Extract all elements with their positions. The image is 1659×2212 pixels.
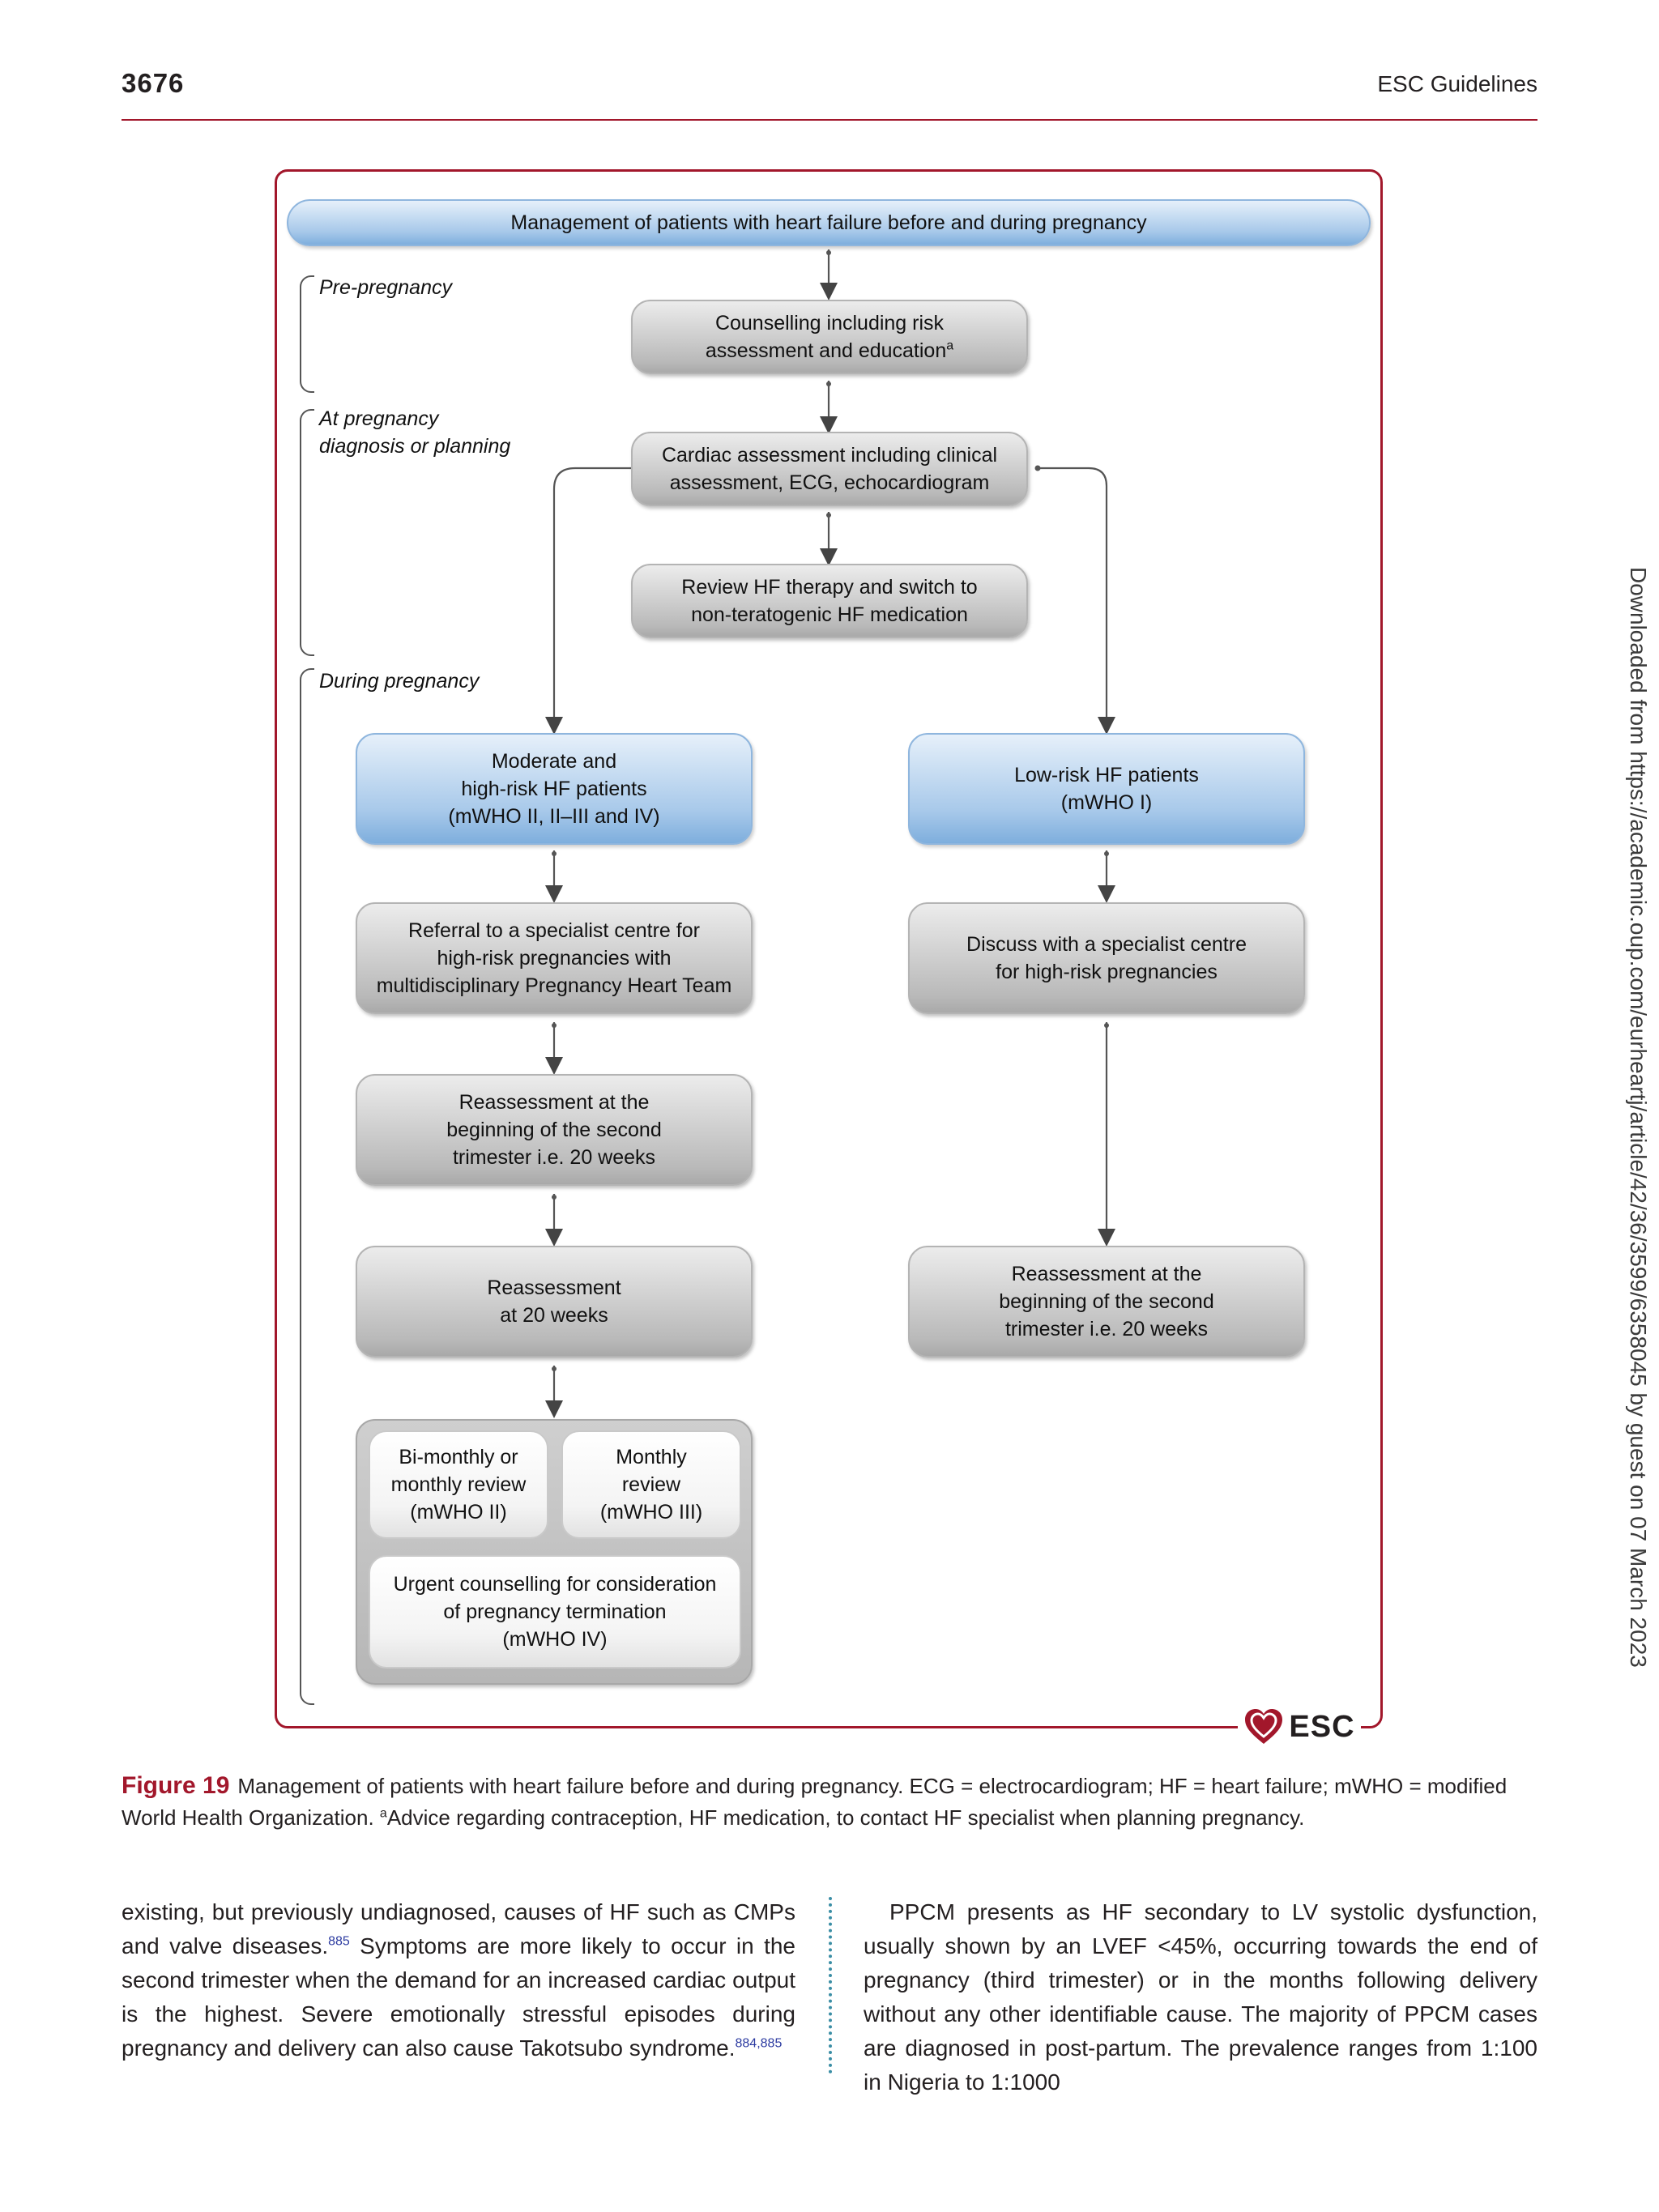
pre-pregnancy-bracket: [300, 275, 314, 393]
monthly-review-box: Monthly review (mWHO III): [561, 1430, 741, 1539]
esc-logo: ESC: [1238, 1706, 1361, 1748]
caption-footnote-marker: a: [379, 1806, 387, 1821]
body-left-text-2: Symptoms are more likely to occur in the…: [122, 1933, 796, 2061]
review-therapy-box: Review HF therapy and switch to non-tera…: [631, 564, 1028, 638]
reassessment-left-2-box: Reassessment at 20 weeks: [356, 1246, 753, 1357]
body-left-text-1: existing, but previously undiagnosed, ca…: [122, 1899, 795, 1958]
discuss-specialist-box: Discuss with a specialist centre for hig…: [908, 902, 1305, 1014]
download-note: Downloaded from https://academic.oup.com…: [1626, 567, 1651, 1668]
body-right-text: PPCM presents as HF secondary to LV syst…: [864, 1899, 1537, 2095]
figure-title: Management of patients with heart failur…: [287, 199, 1371, 246]
caption-text: Management of patients with heart failur…: [122, 1774, 1508, 1830]
at-pregnancy-bracket: [300, 409, 314, 656]
heart-icon: [1245, 1709, 1283, 1744]
counselling-text: Counselling including risk assessment an…: [705, 312, 947, 362]
bimonthly-review-box: Bi-monthly or monthly review (mWHO II): [369, 1430, 548, 1539]
reassessment-right-box: Reassessment at the beginning of the sec…: [908, 1246, 1305, 1357]
esc-logo-text: ESC: [1289, 1709, 1355, 1744]
phase-pre-pregnancy: Pre-pregnancy: [319, 276, 452, 299]
urgent-counselling-box: Urgent counselling for consideration of …: [369, 1555, 741, 1669]
header-rule: [122, 119, 1537, 121]
body-column-right: PPCM presents as HF secondary to LV syst…: [864, 1895, 1537, 2099]
figure-label: Figure 19: [122, 1772, 230, 1799]
counselling-footnote: a: [946, 339, 954, 353]
counselling-box: Counselling including risk assessment an…: [631, 300, 1028, 374]
reassessment-left-1-box: Reassessment at the beginning of the sec…: [356, 1074, 753, 1186]
arrow-cardiac-to-moderate: [545, 467, 636, 735]
journal-name: ESC Guidelines: [1377, 71, 1537, 96]
citation-885[interactable]: 885: [328, 1934, 350, 1949]
moderate-high-risk-box: Moderate and high-risk HF patients (mWHO…: [356, 733, 753, 845]
column-divider: [829, 1897, 832, 2073]
referral-box: Referral to a specialist centre for high…: [356, 902, 753, 1014]
low-risk-box: Low-risk HF patients (mWHO I): [908, 733, 1305, 845]
phase-at-pregnancy: At pregnancy diagnosis or planning: [319, 407, 511, 458]
phase-during-pregnancy: During pregnancy: [319, 670, 480, 693]
page-number: 3676: [122, 68, 185, 98]
citation-884-885[interactable]: 884,885: [735, 2036, 783, 2051]
body-column-left: existing, but previously undiagnosed, ca…: [122, 1895, 795, 2065]
arrow-cardiac-to-lowrisk: [1039, 467, 1115, 735]
cardiac-assessment-box: Cardiac assessment including clinical as…: [631, 432, 1028, 506]
figure-frame: [275, 169, 1383, 1728]
caption-footnote: Advice regarding contraception, HF medic…: [386, 1805, 1305, 1830]
during-pregnancy-bracket: [300, 668, 314, 1705]
